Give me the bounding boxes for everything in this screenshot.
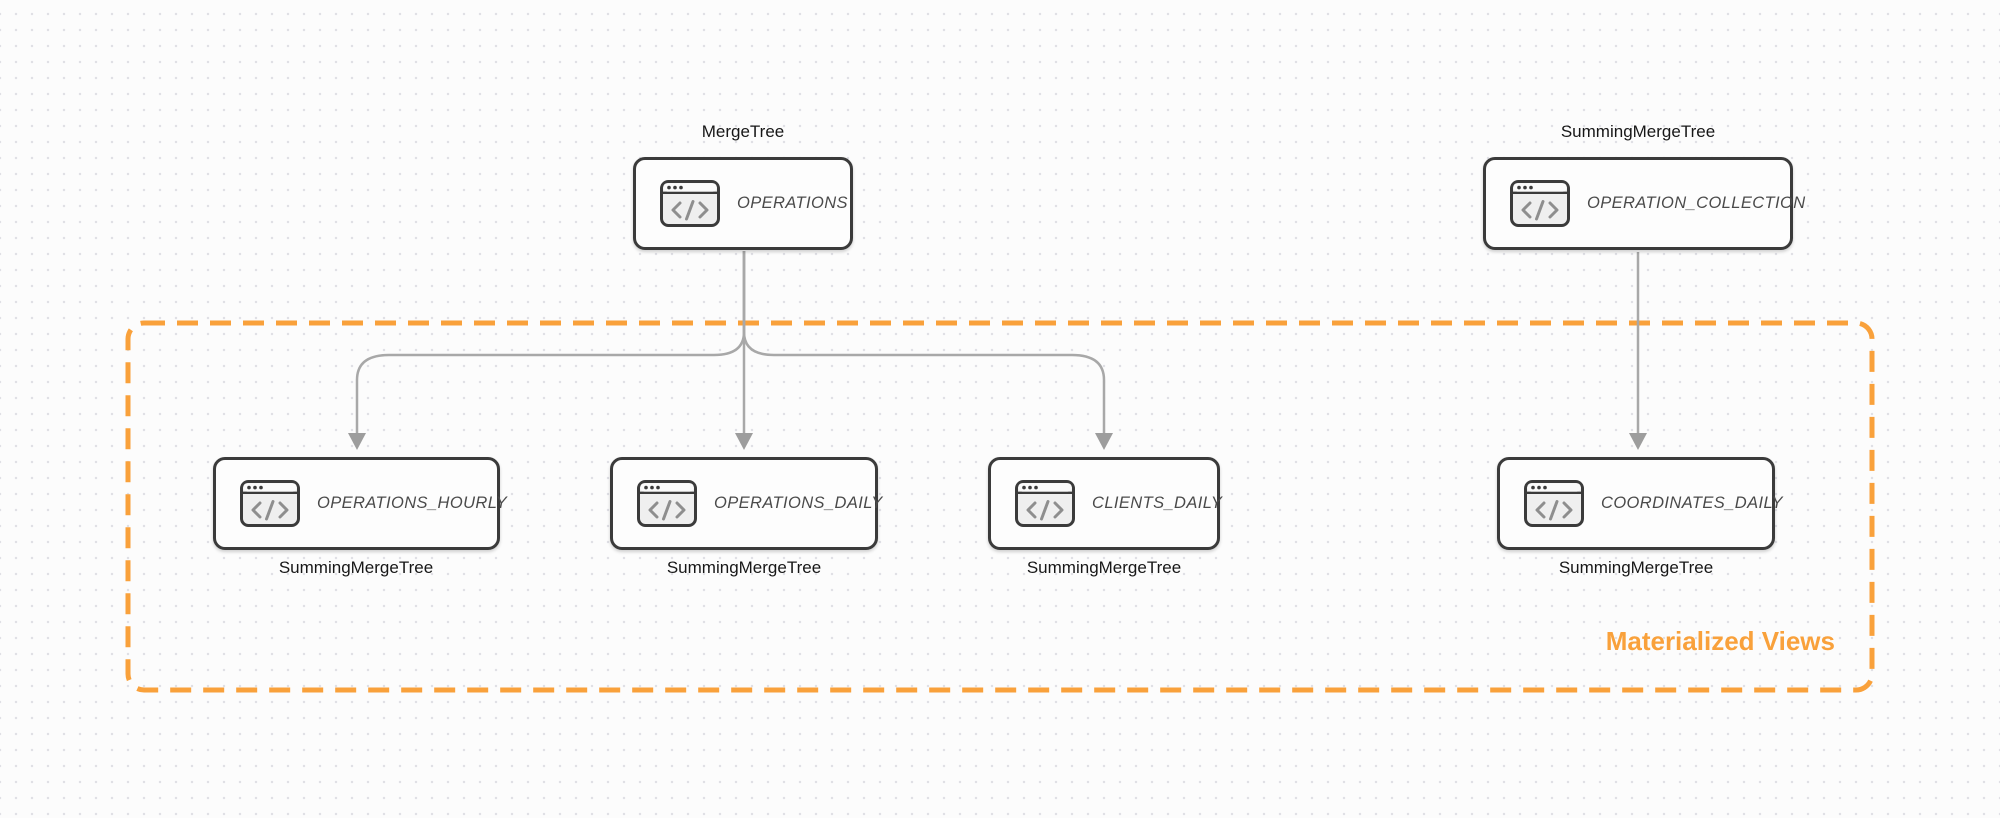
node-title: OPERATION_COLLECTION [1587,194,1806,212]
materialized-views-label: Materialized Views [1605,626,1835,656]
node-title: CLIENTS_DAILY [1092,494,1223,512]
code-window-icon [1524,480,1584,527]
code-window-icon [240,480,300,527]
node-title: OPERATIONS_DAILY [714,494,883,512]
engine-label-operation-collection: SummingMergeTree [1560,122,1716,141]
node-clients-daily: CLIENTS_DAILY [988,457,1223,550]
code-window-icon [637,480,697,527]
code-window-icon [1015,480,1075,527]
engine-label-coordinates-daily: SummingMergeTree [1558,558,1714,577]
edge-operations-to-clients [742,251,1106,433]
engine-label-operations-hourly: SummingMergeTree [278,558,434,577]
engine-label-operations-daily: SummingMergeTree [666,558,822,577]
node-operations-daily: OPERATIONS_DAILY [610,457,882,550]
node-title: OPERATIONS_HOURLY [317,494,508,512]
node-operation-collection: OPERATION_COLLECTION [1483,157,1805,250]
node-operations: OPERATIONS [633,157,853,250]
node-operations-hourly: OPERATIONS_HOURLY [213,457,507,550]
engine-label-operations: MergeTree [701,122,785,141]
edge-operations-to-hourly [355,251,746,433]
node-coordinates-daily: COORDINATES_DAILY [1497,457,1783,550]
code-window-icon [1510,180,1570,227]
node-title: COORDINATES_DAILY [1601,494,1783,512]
engine-label-clients-daily: SummingMergeTree [1026,558,1182,577]
node-title: OPERATIONS [737,194,848,212]
code-window-icon [660,180,720,227]
arrowheads [348,433,1647,450]
